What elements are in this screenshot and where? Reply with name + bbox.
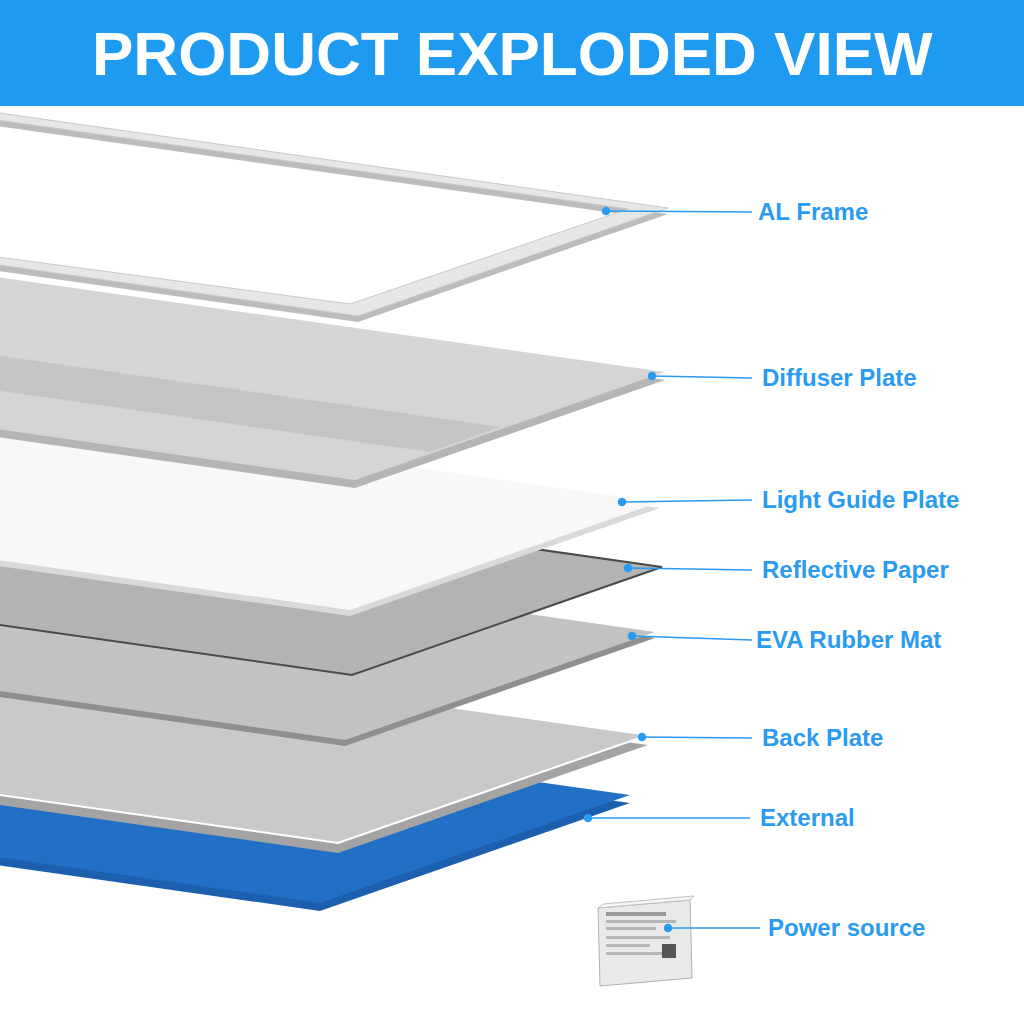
part-label: Back Plate bbox=[762, 724, 883, 753]
part-label: EVA Rubber Mat bbox=[756, 626, 941, 655]
part-label: Reflective Paper bbox=[762, 556, 949, 585]
leader-lines bbox=[585, 208, 761, 932]
part-label: External bbox=[760, 804, 855, 833]
banner-title: PRODUCT EXPLODED VIEW bbox=[92, 18, 933, 89]
power-source-box bbox=[598, 896, 694, 986]
part-label: AL Frame bbox=[758, 198, 868, 227]
part-label: Diffuser Plate bbox=[762, 364, 917, 393]
part-label: Light Guide Plate bbox=[762, 486, 959, 515]
al-frame-layer bbox=[0, 100, 668, 322]
diffuser-plate-layer bbox=[0, 264, 665, 488]
part-label: Power source bbox=[768, 914, 925, 943]
